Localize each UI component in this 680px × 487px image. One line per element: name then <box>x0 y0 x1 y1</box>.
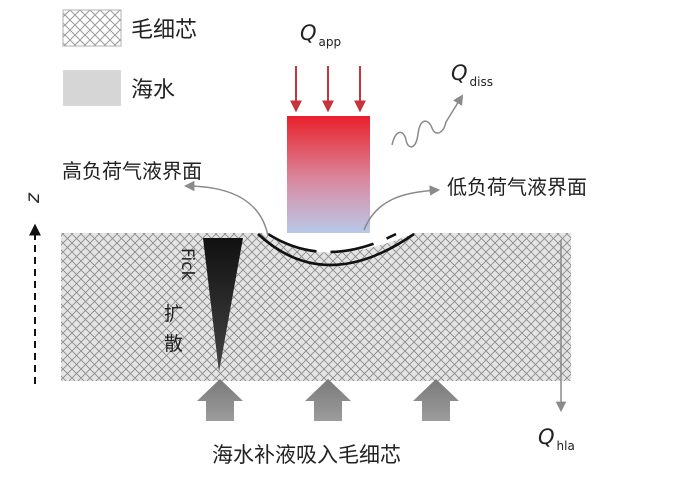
legend-capillary-label: 毛细芯 <box>131 18 197 43</box>
supply-arrow-middle <box>305 379 351 421</box>
q-diss-wavy-arrow <box>391 94 464 148</box>
heat-input-arrows <box>290 66 366 113</box>
fick-diffusion-cone <box>203 238 243 372</box>
seawater-supply-arrows <box>197 379 459 421</box>
legend: 毛细芯 海水 <box>62 9 197 106</box>
fick-label: Fick <box>177 248 197 281</box>
heater-block <box>287 116 370 233</box>
legend-capillary-swatch <box>62 9 122 47</box>
bottom-caption: 海水补液吸入毛细芯 <box>212 443 401 467</box>
diffusion-label-2: 散 <box>164 333 183 355</box>
high-load-interface-label: 高负荷气液界面 <box>62 159 202 183</box>
supply-arrow-left <box>197 379 243 421</box>
high-load-pointer <box>183 180 269 237</box>
low-load-pointer <box>363 185 441 231</box>
meniscus-outer-curve <box>257 232 415 267</box>
capillary-wick-block <box>61 233 571 381</box>
low-load-interface-label: 低负荷气液界面 <box>447 175 587 199</box>
supply-arrow-right <box>413 379 459 421</box>
meniscus-inner-curve <box>267 232 397 254</box>
legend-seawater-label: 海水 <box>131 78 175 103</box>
diffusion-label-1: 扩 <box>164 303 183 325</box>
legend-seawater-swatch <box>63 70 121 106</box>
z-axis-label: z <box>22 192 44 204</box>
